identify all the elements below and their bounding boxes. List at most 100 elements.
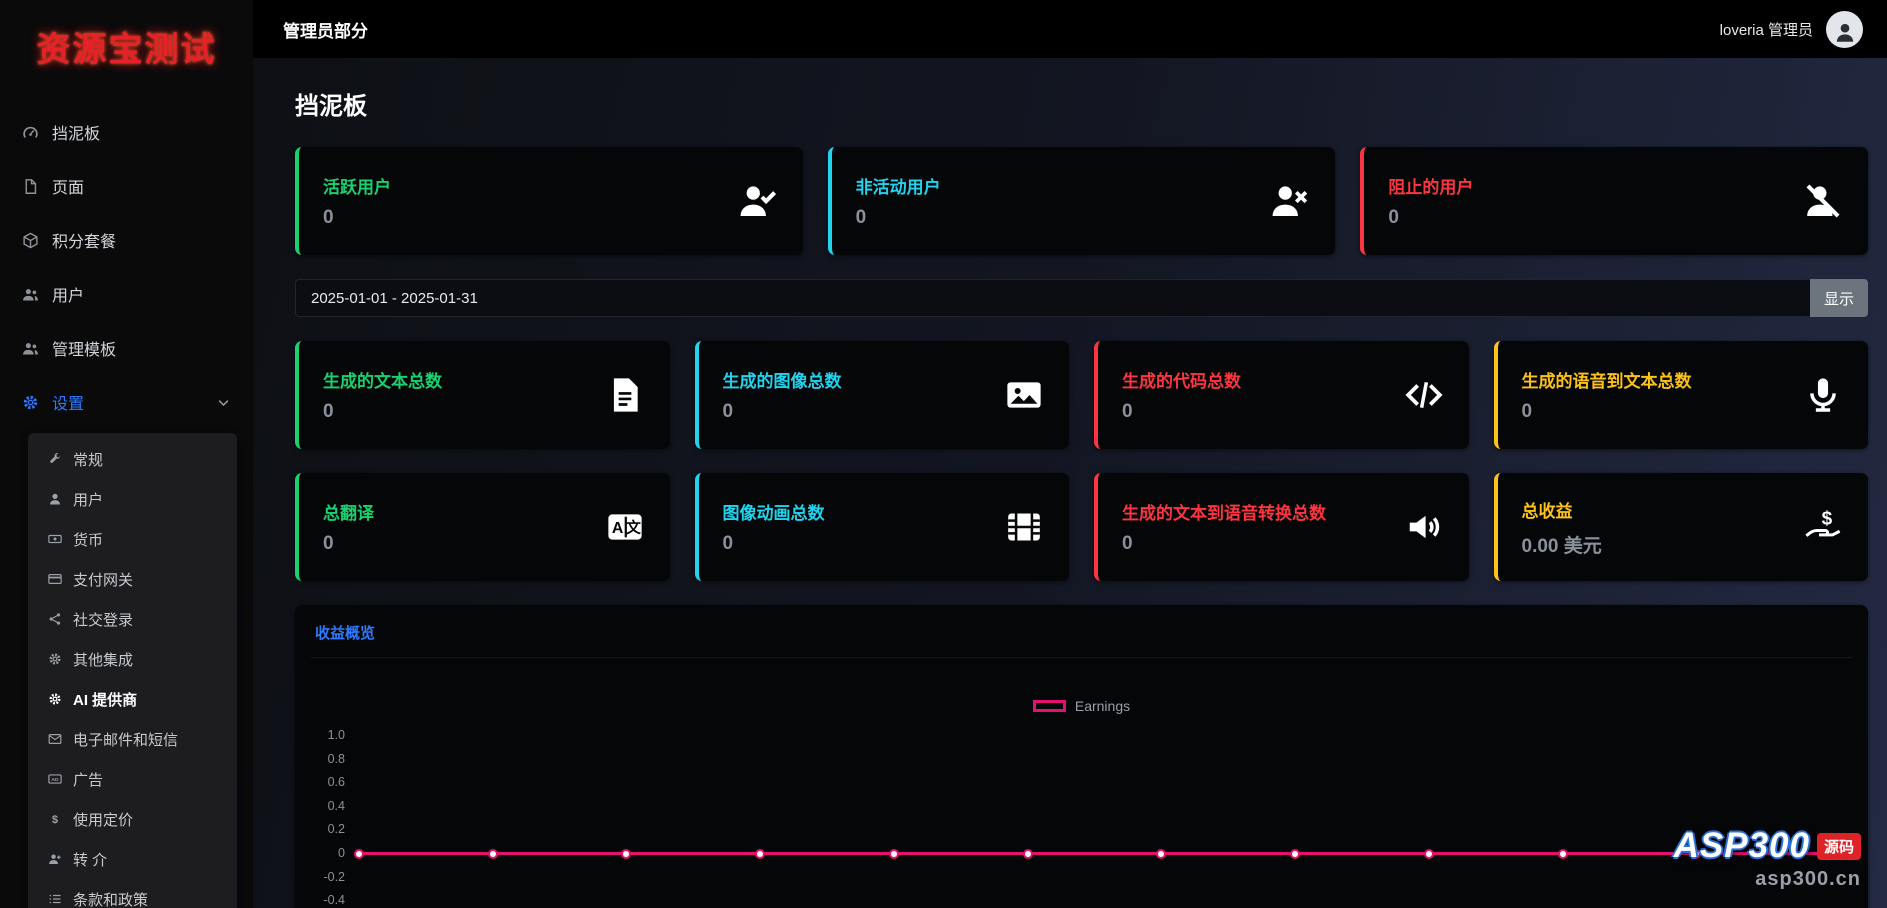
gear-icon — [22, 394, 39, 411]
submenu-item-ads[interactable]: AD 广告 — [28, 759, 237, 799]
person-icon — [1832, 19, 1858, 45]
wrench-icon — [48, 452, 62, 466]
date-range-input[interactable] — [295, 279, 1810, 317]
gauge-icon — [22, 124, 39, 141]
code-generated-card: 生成的代码总数 0 — [1094, 341, 1469, 449]
y-tick-label: 0.4 — [327, 798, 345, 813]
microphone-icon — [1804, 376, 1842, 414]
stat-title: 生成的语音到文本总数 — [1521, 372, 1692, 391]
file-icon — [22, 178, 39, 195]
legend-swatch — [1032, 700, 1066, 712]
images-icon — [1005, 376, 1043, 414]
chart-y-axis: 1.00.80.60.40.20-0.2-0.4-0.6 — [311, 724, 351, 908]
avatar[interactable] — [1826, 10, 1863, 48]
submenu-item-social-login[interactable]: 社交登录 — [28, 599, 237, 639]
submenu-item-label: 社交登录 — [73, 611, 134, 629]
chart-legend: Earnings — [311, 698, 1852, 714]
sidebar-item-credit-packages[interactable]: 积分套餐 — [0, 213, 253, 267]
submenu-item-terms-policies[interactable]: 条款和政策 — [28, 879, 237, 908]
earnings-point — [1423, 848, 1434, 859]
topbar: 管理员部分 loveria 管理员 — [253, 0, 1887, 58]
stat-title: 生成的图像总数 — [722, 372, 842, 391]
user-stats-row: 活跃用户 0 非活动用户 0 阻止的用户 0 — [295, 147, 1868, 255]
sidebar-item-templates[interactable]: 管理模板 — [0, 321, 253, 375]
dollar-icon: $ — [48, 812, 62, 826]
stat-title: 生成的文本到语音转换总数 — [1122, 504, 1326, 523]
text-to-speech-card: 生成的文本到语音转换总数 0 — [1094, 473, 1469, 581]
submenu-item-usage-pricing[interactable]: $ 使用定价 — [28, 799, 237, 839]
submenu-item-ai-providers[interactable]: AI 提供商 — [28, 679, 237, 719]
submenu-item-currency[interactable]: 货币 — [28, 519, 237, 559]
earnings-point — [1825, 848, 1835, 859]
hand-dollar-icon: $ — [1804, 508, 1842, 546]
date-filter: 显示 — [295, 279, 1868, 317]
sidebar-item-dashboard[interactable]: 挡泥板 — [0, 105, 253, 159]
submenu-item-label: 转 介 — [73, 851, 108, 869]
gear-icon — [48, 652, 62, 666]
text-generated-card: 生成的文本总数 0 — [295, 341, 670, 449]
money-icon — [48, 532, 62, 546]
submenu-item-email-sms[interactable]: 电子邮件和短信 — [28, 719, 237, 759]
earnings-point — [1156, 848, 1167, 859]
inactive-users-card: 非活动用户 0 — [827, 147, 1336, 255]
sidebar-item-label: 管理模板 — [52, 342, 117, 359]
stat-title: 阻止的用户 — [1388, 178, 1474, 197]
legend-label: Earnings — [1074, 698, 1131, 714]
submenu-item-general[interactable]: 常规 — [28, 439, 237, 479]
stat-value: 0 — [323, 533, 334, 554]
earnings-point — [1022, 848, 1033, 859]
main-content: 挡泥板 活跃用户 0 非活动用户 0 阻止的用户 0 显示 — [253, 58, 1887, 908]
y-tick-label: 0 — [338, 845, 345, 860]
user-label: loveria 管理员 — [1719, 21, 1813, 39]
svg-text:AD: AD — [51, 777, 59, 783]
submenu-item-payment-gateways[interactable]: 支付网关 — [28, 559, 237, 599]
sidebar-item-label: 挡泥板 — [52, 126, 101, 143]
submenu-item-other-integrations[interactable]: 其他集成 — [28, 639, 237, 679]
file-lines-icon — [606, 376, 644, 414]
stat-value: 0 — [323, 207, 334, 228]
film-icon — [1005, 508, 1043, 546]
volume-icon — [1405, 508, 1443, 546]
stat-value: 0 — [722, 533, 734, 554]
sidebar-item-label: 设置 — [52, 396, 85, 413]
earnings-line — [359, 852, 1830, 856]
svg-text:$: $ — [1822, 509, 1833, 530]
submenu-item-users[interactable]: 用户 — [28, 479, 237, 519]
submenu-item-label: 电子邮件和短信 — [73, 731, 179, 749]
list-icon — [48, 892, 62, 906]
total-earnings-card: 总收益 0.00 美元 $ — [1493, 473, 1868, 581]
users-icon — [22, 286, 39, 303]
submenu-item-label: 支付网关 — [73, 571, 134, 589]
stat-value: 0 — [855, 207, 867, 228]
settings-submenu: 常规 用户 货币 支付网关 社交登录 其他集成 AI 提供商 电子邮件和短信 — [28, 433, 237, 908]
app-logo[interactable]: 资源宝测试 — [36, 31, 217, 69]
images-generated-card: 生成的图像总数 0 — [694, 341, 1069, 449]
stat-value: 0 — [1122, 533, 1133, 554]
sidebar-item-settings[interactable]: 设置 — [0, 375, 253, 429]
stat-title: 非活动用户 — [855, 178, 941, 197]
user-icon — [48, 492, 62, 506]
section-title: 管理员部分 — [283, 21, 368, 41]
earnings-point — [487, 848, 498, 859]
sidebar-item-label: 积分套餐 — [52, 234, 117, 251]
blocked-users-card: 阻止的用户 0 — [1360, 147, 1868, 255]
earnings-point — [1290, 848, 1301, 859]
sidebar-item-pages[interactable]: 页面 — [0, 159, 253, 213]
submenu-item-label: AI 提供商 — [73, 691, 138, 709]
stat-title: 总收益 — [1521, 501, 1573, 521]
stat-title: 总翻译 — [323, 504, 374, 523]
user-x-icon — [1271, 182, 1309, 220]
submenu-item-label: 常规 — [73, 451, 104, 469]
sidebar-item-users[interactable]: 用户 — [0, 267, 253, 321]
y-tick-label: 0.8 — [327, 751, 345, 766]
y-tick-label: -0.2 — [323, 869, 345, 884]
submenu-item-referral[interactable]: 转 介 — [28, 839, 237, 879]
earnings-overview-header: 收益概览 — [311, 605, 1852, 658]
y-tick-label: -0.4 — [323, 893, 345, 908]
show-button[interactable]: 显示 — [1810, 279, 1868, 317]
submenu-item-label: 货币 — [73, 531, 104, 549]
share-icon — [48, 612, 62, 626]
stat-title: 活跃用户 — [323, 178, 391, 197]
gear-icon — [48, 692, 62, 706]
